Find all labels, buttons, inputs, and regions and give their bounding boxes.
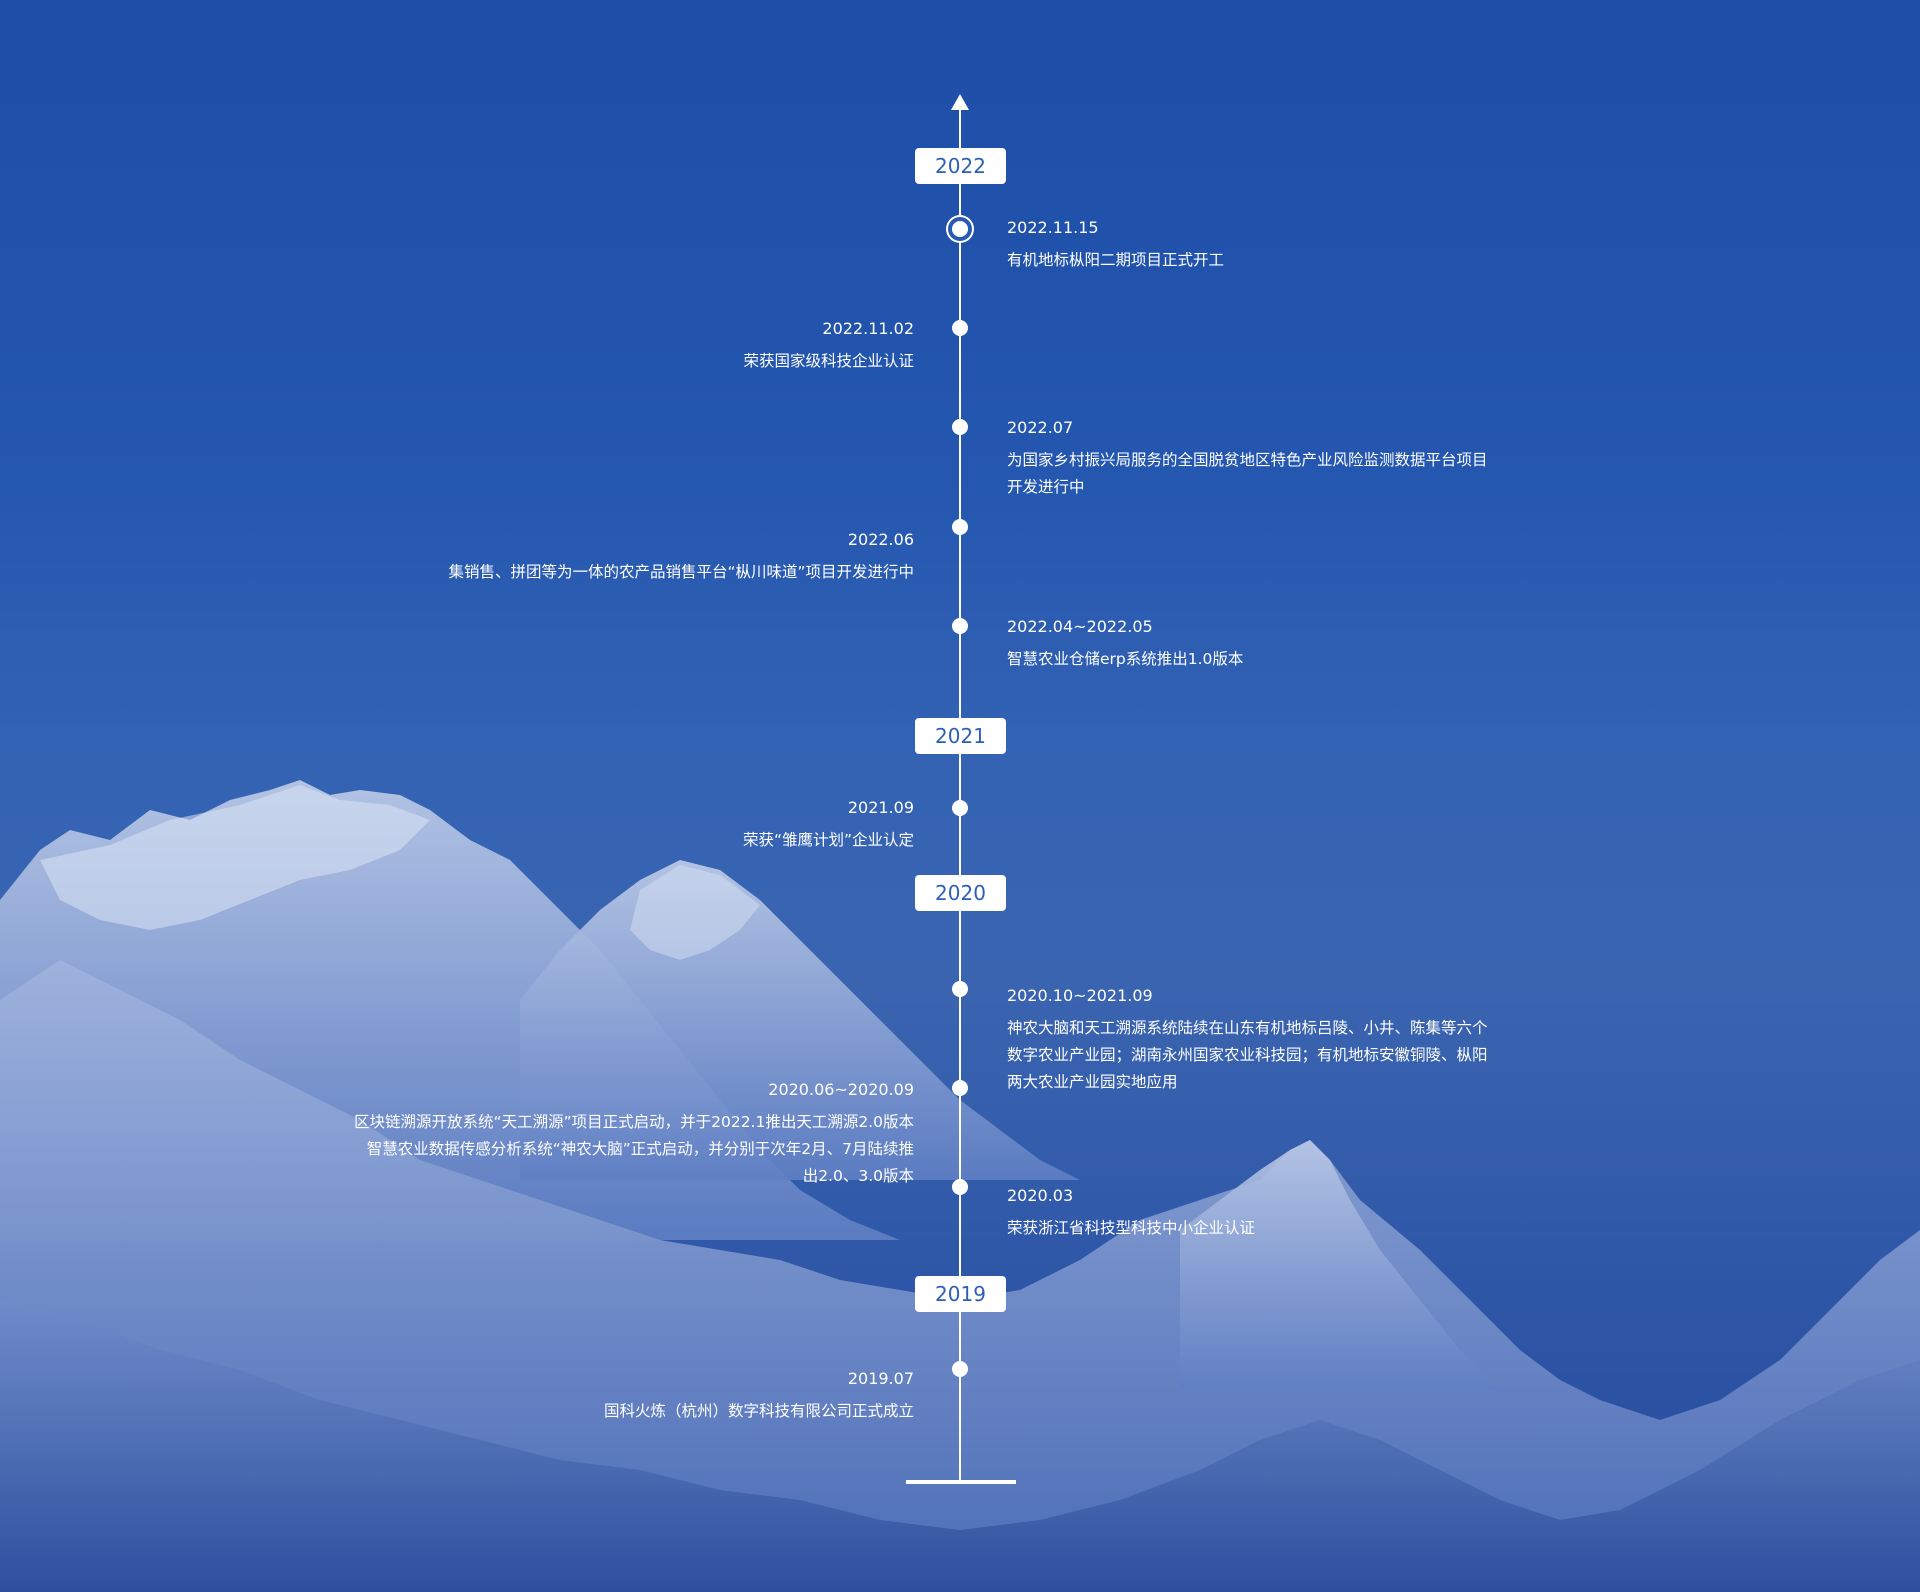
circle-dot-icon <box>952 320 968 336</box>
event-description: 神农大脑和天工溯源系统陆续在山东有机地标吕陵、小井、陈集等六个数字农业产业园；湖… <box>1007 1019 1488 1091</box>
timeline-event: 2021.09 荣获“雏鹰计划”企业认定 <box>354 798 914 854</box>
event-date: 2020.03 <box>1007 1186 1074 1205</box>
event-date: 2022.11.02 <box>822 319 914 338</box>
event-date: 2019.07 <box>847 1369 914 1388</box>
foreground-hills <box>0 1300 1920 1592</box>
event-date: 2022.07 <box>1007 418 1074 437</box>
circle-dot-icon <box>952 981 968 997</box>
snow-ridge-central <box>630 865 760 960</box>
timeline-base-line <box>906 1480 1016 1484</box>
right-peak <box>1180 1140 1500 1390</box>
ring-dot-icon <box>952 221 968 237</box>
timeline-event: 2022.04~2022.05 智慧农业仓储erp系统推出1.0版本 <box>1007 617 1502 673</box>
mid-mountain-range <box>0 960 1920 1592</box>
event-date: 2022.04~2022.05 <box>1007 617 1153 636</box>
timeline-event: 2022.07 为国家乡村振兴局服务的全国脱贫地区特色产业风险监测数据平台项目开… <box>1007 418 1502 501</box>
event-date: 2020.06~2020.09 <box>768 1080 914 1099</box>
arrow-up-icon <box>951 94 969 110</box>
circle-dot-icon <box>952 618 968 634</box>
circle-dot-icon <box>952 800 968 816</box>
circle-dot-icon <box>952 1361 968 1377</box>
timeline-axis <box>959 104 961 1482</box>
year-badge-2020: 2020 <box>915 875 1006 911</box>
central-peak <box>520 860 1080 1180</box>
circle-dot-icon <box>952 519 968 535</box>
timeline-event: 2020.06~2020.09 区块链溯源开放系统“天工溯源”项目正式启动，并于… <box>354 1080 914 1190</box>
timeline-event: 2022.06 集销售、拼团等为一体的农产品销售平台“枞川味道”项目开发进行中 <box>354 530 914 586</box>
circle-dot-icon <box>952 419 968 435</box>
year-badge-2019: 2019 <box>915 1276 1006 1312</box>
event-description: 有机地标枞阳二期项目正式开工 <box>1007 251 1225 269</box>
event-description: 智慧农业仓储erp系统推出1.0版本 <box>1007 650 1244 668</box>
event-description: 集销售、拼团等为一体的农产品销售平台“枞川味道”项目开发进行中 <box>448 563 914 581</box>
timeline-event: 2020.03 荣获浙江省科技型科技中小企业认证 <box>1007 1186 1502 1242</box>
circle-dot-icon <box>952 1179 968 1195</box>
timeline-event: 2019.07 国科火炼（杭州）数字科技有限公司正式成立 <box>354 1369 914 1425</box>
event-description: 荣获国家级科技企业认证 <box>743 352 914 370</box>
timeline-event: 2022.11.02 荣获国家级科技企业认证 <box>354 319 914 375</box>
snow-ridge <box>40 785 430 930</box>
event-description: 荣获浙江省科技型科技中小企业认证 <box>1007 1219 1256 1237</box>
year-badge-2021: 2021 <box>915 718 1006 754</box>
event-description: 区块链溯源开放系统“天工溯源”项目正式启动，并于2022.1推出天工溯源2.0版… <box>354 1113 914 1185</box>
timeline-event: 2020.10~2021.09 神农大脑和天工溯源系统陆续在山东有机地标吕陵、小… <box>1007 986 1502 1096</box>
event-date: 2022.06 <box>847 530 914 549</box>
event-description: 为国家乡村振兴局服务的全国脱贫地区特色产业风险监测数据平台项目开发进行中 <box>1007 451 1488 496</box>
timeline-event: 2022.11.15 有机地标枞阳二期项目正式开工 <box>1007 218 1502 274</box>
event-date: 2020.10~2021.09 <box>1007 986 1153 1005</box>
event-date: 2021.09 <box>847 798 914 817</box>
event-date: 2022.11.15 <box>1007 218 1099 237</box>
event-description: 国科火炼（杭州）数字科技有限公司正式成立 <box>603 1402 914 1420</box>
year-badge-2022: 2022 <box>915 148 1006 184</box>
event-description: 荣获“雏鹰计划”企业认定 <box>742 831 914 849</box>
circle-dot-icon <box>952 1080 968 1096</box>
